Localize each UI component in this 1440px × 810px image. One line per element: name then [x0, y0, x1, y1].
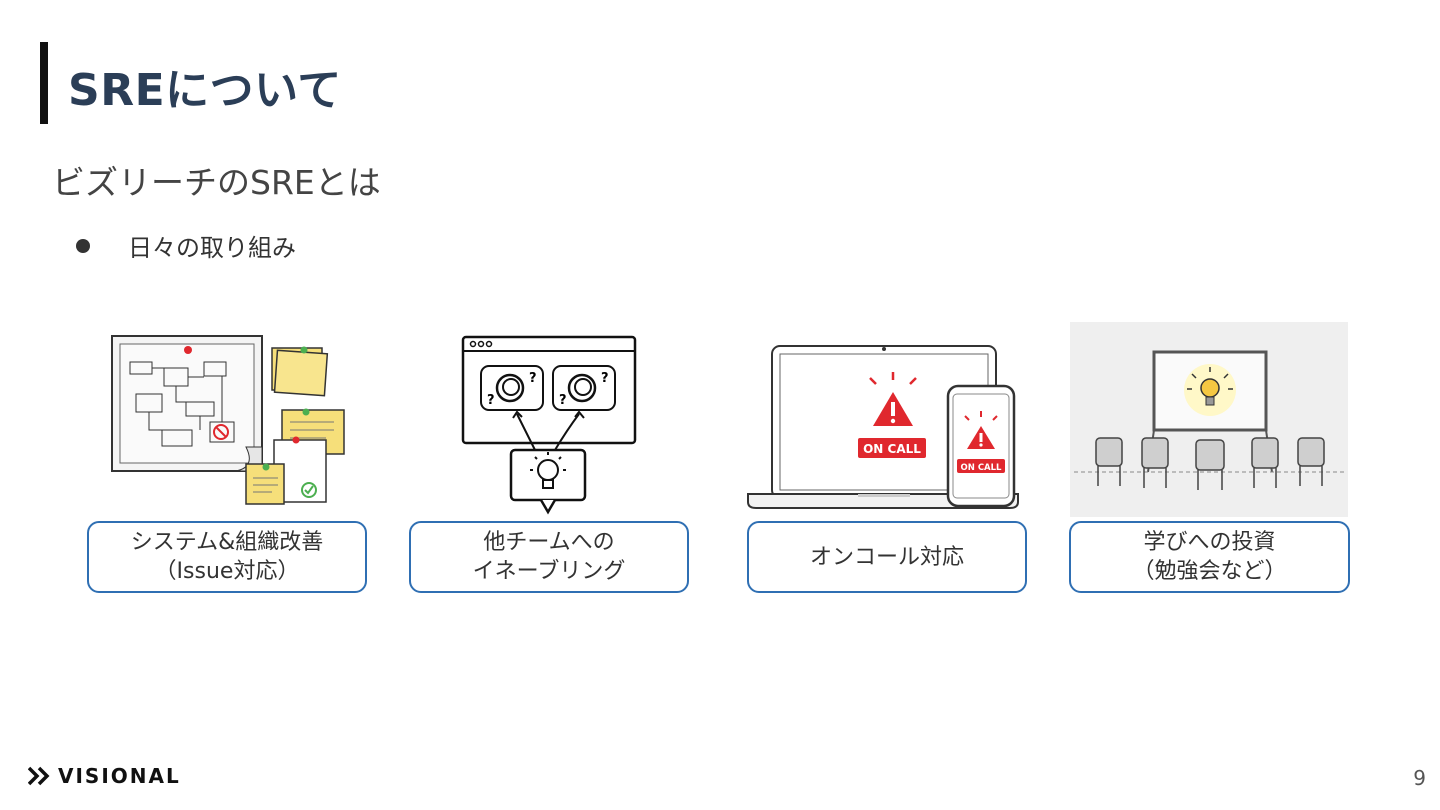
label-line1: 他チームへの — [483, 530, 615, 555]
enabling-illustration: ? ? ? ? — [455, 322, 641, 517]
label-line1: オンコール対応 — [809, 544, 964, 570]
label-enabling: 他チームへの イネーブリング — [409, 521, 689, 593]
label-line1: システム&組織改善 — [130, 530, 324, 555]
slide-subtitle: ビズリーチのSREとは — [52, 163, 381, 202]
study-session-illustration — [1070, 322, 1348, 517]
whiteboard-chairs-icon — [1074, 350, 1344, 490]
bullet-text: 日々の取り組み — [128, 234, 296, 262]
title-accent-bar — [40, 42, 48, 124]
page-number: 9 — [1413, 766, 1426, 790]
diagram-sticky-notes-icon — [111, 335, 345, 505]
label-line2: （勉強会など） — [1132, 559, 1287, 584]
laptop-phone-alert-icon: ON CALL ON CALL — [747, 345, 1019, 509]
label-oncall: オンコール対応 — [747, 521, 1027, 593]
bullet-dot-icon — [76, 238, 90, 253]
label-line1: 学びへの投資 — [1143, 530, 1276, 555]
double-chevron-icon — [28, 766, 50, 786]
svg-text:?: ? — [487, 393, 495, 408]
brand-logo: VISIONAL — [28, 764, 181, 788]
oncall-illustration: ON CALL ON CALL — [746, 322, 1026, 517]
oncall-badge-laptop: ON CALL — [863, 442, 921, 456]
svg-text:?: ? — [529, 371, 537, 386]
label-learning-investment: 学びへの投資 （勉強会など） — [1069, 521, 1350, 593]
label-system-improvement: システム&組織改善 （Issue対応） — [87, 521, 367, 593]
label-line2: （Issue対応） — [154, 559, 300, 584]
brand-name: VISIONAL — [58, 764, 181, 788]
slide-title: SREについて — [68, 65, 342, 116]
svg-text:?: ? — [559, 393, 567, 408]
browser-lightbulb-icon: ? ? ? ? — [461, 335, 637, 515]
oncall-badge-phone: ON CALL — [961, 463, 1003, 473]
svg-text:?: ? — [601, 371, 609, 386]
bullet-item: 日々の取り組み — [76, 228, 296, 263]
label-line2: イネーブリング — [472, 559, 626, 584]
system-diagram-illustration — [106, 322, 356, 517]
